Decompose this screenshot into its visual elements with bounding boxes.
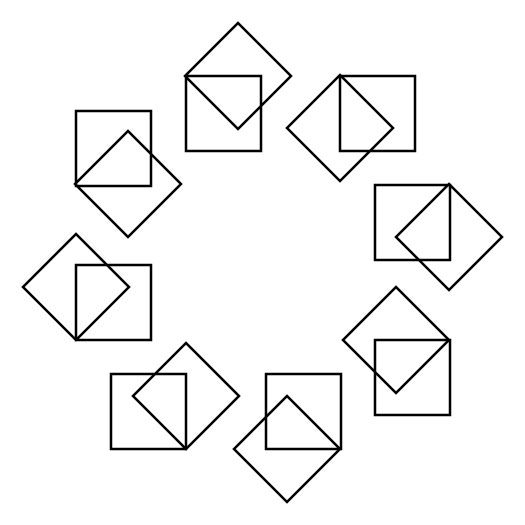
pair-upper-left <box>73 109 183 239</box>
pair-lower-right-diamond <box>341 285 451 395</box>
pair-upper-right-diamond <box>285 73 395 183</box>
pair-top-square <box>184 74 263 153</box>
pair-lower-left-diamond <box>131 341 241 451</box>
pair-upper-left-square <box>74 109 153 188</box>
pair-upper-left-diamond <box>73 129 183 239</box>
pair-bottom-diamond <box>232 394 342 504</box>
pair-lower-left <box>109 341 241 451</box>
pair-lower-right-square <box>373 338 452 417</box>
pair-lower-left-square <box>109 372 188 451</box>
pair-top-diamond <box>183 21 293 131</box>
pair-lower-right <box>341 285 452 417</box>
pair-left-square <box>74 263 153 342</box>
pair-left-diamond <box>21 232 131 342</box>
pair-upper-right <box>285 73 417 183</box>
pair-right-square <box>373 183 452 262</box>
shape-group <box>21 21 504 504</box>
pair-upper-right-square <box>338 74 417 153</box>
pair-bottom <box>232 372 343 504</box>
pair-right <box>373 182 504 292</box>
pair-left <box>21 232 153 342</box>
pair-bottom-square <box>264 372 343 451</box>
pair-top <box>183 21 293 153</box>
pair-right-diamond <box>394 182 504 292</box>
